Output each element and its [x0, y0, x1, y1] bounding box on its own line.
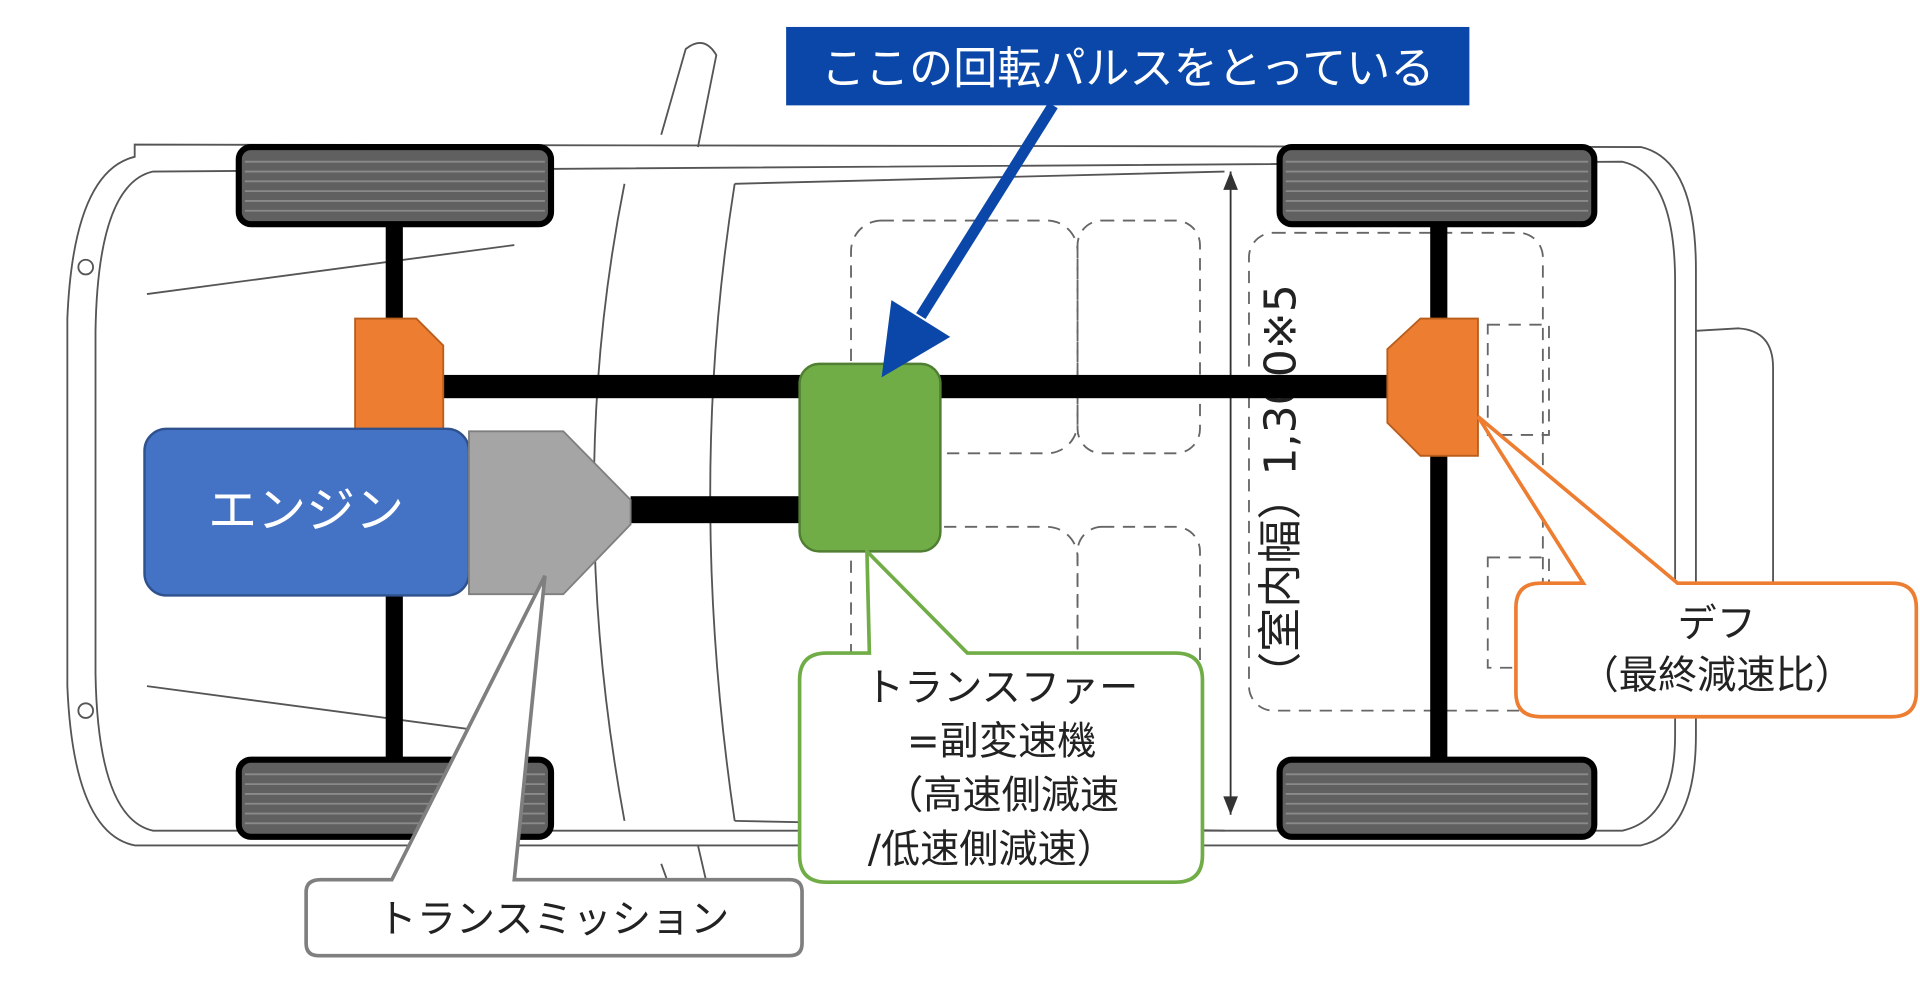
engine-label: エンジン — [208, 482, 404, 539]
wheel-rear-left — [1276, 143, 1598, 228]
rear-diff — [1386, 317, 1479, 457]
transmission-block — [468, 430, 632, 596]
transfer-line-3: （高速側減速 — [884, 774, 1119, 819]
transfer-callout: トランスファー =副変速機 （高速側減速 /低速側減速） — [797, 546, 1205, 884]
wheel-rear-right — [1276, 756, 1598, 840]
width-dimension: （室内幅）1,300※5 — [1223, 171, 1307, 815]
title-banner-text: ここの回転パルスをとっている — [821, 43, 1434, 94]
rear-axle — [1430, 224, 1448, 760]
diff-line-2: （最終減速比） — [1580, 654, 1854, 699]
transfer-line-1: トランスファー — [865, 666, 1138, 711]
diff-line-1: デフ — [1678, 602, 1756, 647]
transfer-line-4: /低速側減速） — [868, 828, 1116, 873]
dimension-label: （室内幅）1,300※5 — [1256, 284, 1307, 696]
transmission-label: トランスミッション — [378, 897, 730, 942]
transfer-line-2: =副変速機 — [907, 720, 1097, 765]
transmission-callout: トランスミッション — [304, 575, 804, 958]
output-shaft — [630, 496, 803, 524]
engine-block: エンジン — [143, 427, 471, 597]
wheel-front-left — [235, 143, 555, 228]
transfer-block — [798, 362, 942, 553]
diff-callout: デフ （最終減速比） — [1476, 415, 1919, 719]
arrow-icon — [881, 102, 1058, 378]
title-banner: ここの回転パルスをとっている — [786, 26, 1470, 106]
front-diff — [354, 317, 445, 430]
